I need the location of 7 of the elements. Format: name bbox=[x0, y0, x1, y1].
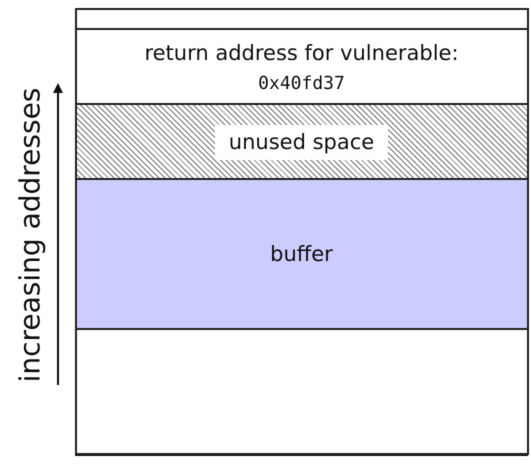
slot-label: buffer bbox=[270, 241, 333, 268]
slot-label: return address for vulnerable: bbox=[144, 40, 459, 67]
address-value: 0x40fd37 bbox=[258, 72, 345, 96]
stack-slot bbox=[74, 328, 528, 455]
stack-frame bbox=[75, 8, 528, 456]
axis-label: increasing addresses bbox=[14, 88, 46, 382]
slot-label: unused space bbox=[214, 124, 388, 160]
